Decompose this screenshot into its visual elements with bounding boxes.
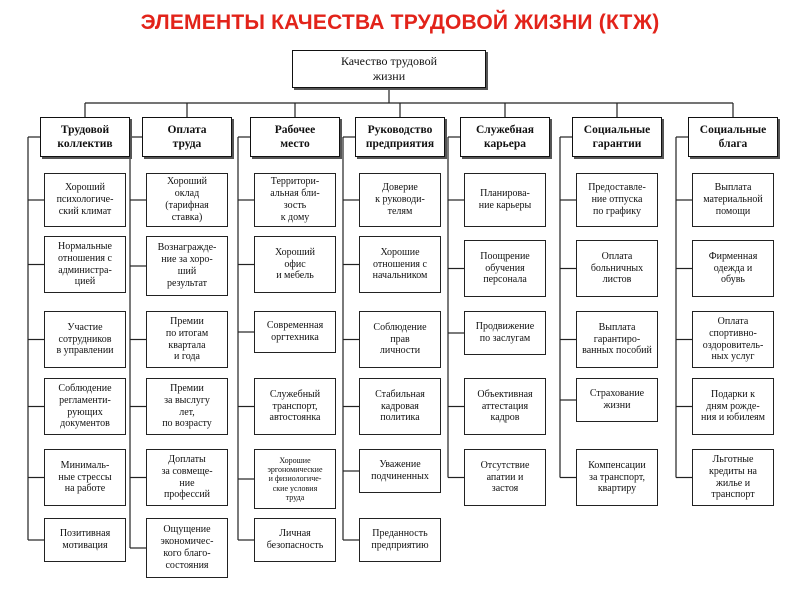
category-item: Премии по итогам квартала и года [146,311,228,368]
category-item: Хороший психологиче- ский климат [44,173,126,227]
category-item: Фирменная одежда и обувь [692,240,774,297]
category-item: Выплата гарантиро- ванных пособий [576,311,658,368]
category-item: Отсутствие апатии и застоя [464,449,546,506]
category-item: Минималь- ные стрессы на работе [44,449,126,506]
category-header: Оплата труда [142,117,232,157]
category-item: Выплата материальной помощи [692,173,774,227]
category-item: Страхование жизни [576,378,658,422]
category-item: Служебный транспорт, автостоянка [254,378,336,435]
category-header: Служебная карьера [460,117,550,157]
category-item: Поощрение обучения персонала [464,240,546,297]
category-item: Ощущение экономичес- кого благо- состоян… [146,518,228,578]
category-item: Хороший оклад (тарифная ставка) [146,173,228,227]
category-item: Хорошие отношения с начальником [359,236,441,293]
category-item: Подарки к дням рожде- ния и юбилеям [692,378,774,435]
root-box: Качество трудовой жизни [292,50,486,88]
category-item: Доплаты за совмеще- ние профессий [146,449,228,506]
category-item: Объективная аттестация кадров [464,378,546,435]
category-item: Оплата больничных листов [576,240,658,297]
category-item: Уважение подчиненных [359,449,441,493]
category-item: Соблюдение прав личности [359,311,441,368]
category-item: Оплата спортивно- оздоровитель- ных услу… [692,311,774,368]
category-header: Социальные гарантии [572,117,662,157]
category-item: Вознагражде- ние за хоро- ший результат [146,236,228,296]
category-item: Участие сотрудников в управлении [44,311,126,368]
category-item: Компенсации за транспорт, квартиру [576,449,658,506]
category-item: Личная безопасность [254,518,336,562]
category-item: Соблюдение регламенти- рующих документов [44,378,126,435]
category-item: Позитивная мотивация [44,518,126,562]
category-item: Современная оргтехника [254,311,336,353]
category-header: Руководство предприятия [355,117,445,157]
category-header: Рабочее место [250,117,340,157]
category-item: Хороший офис и мебель [254,236,336,293]
category-item: Стабильная кадровая политика [359,378,441,435]
category-header: Социальные блага [688,117,778,157]
category-item: Планирова- ние карьеры [464,173,546,227]
category-item: Предоставле- ние отпуска по графику [576,173,658,227]
category-header: Трудовой коллектив [40,117,130,157]
category-item: Хорошие эргономические и физиологиче- ск… [254,449,336,509]
category-item: Продвижение по заслугам [464,311,546,355]
category-item: Льготные кредиты на жилье и транспорт [692,449,774,506]
category-item: Доверие к руководи- телям [359,173,441,227]
category-item: Преданность предприятию [359,518,441,562]
category-item: Нормальные отношения с администра- цией [44,236,126,293]
category-item: Территори- альная бли- зость к дому [254,173,336,227]
page-title: ЭЛЕМЕНТЫ КАЧЕСТВА ТРУДОВОЙ ЖИЗНИ (КТЖ) [140,11,660,34]
category-item: Премии за выслугу лет, по возрасту [146,378,228,435]
